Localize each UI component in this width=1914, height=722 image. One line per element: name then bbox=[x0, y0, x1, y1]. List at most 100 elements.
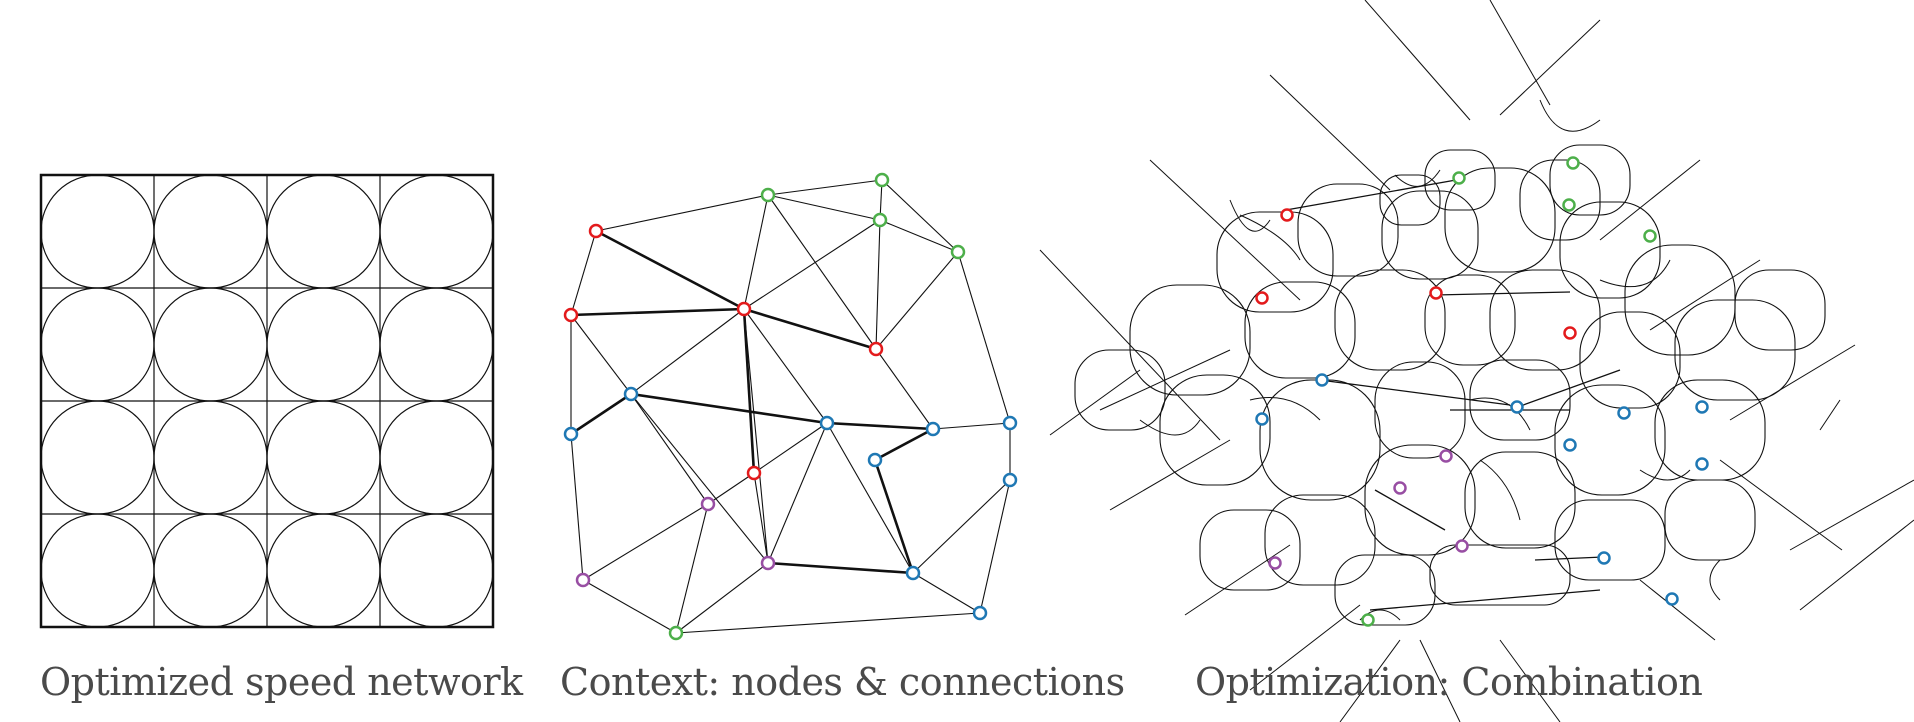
network-cell bbox=[1735, 270, 1825, 350]
grid-cell-circle bbox=[154, 288, 267, 401]
network-link bbox=[1435, 292, 1570, 295]
connection bbox=[583, 580, 676, 633]
blue-node bbox=[1257, 414, 1268, 425]
connection bbox=[631, 394, 768, 563]
construction-line bbox=[1270, 75, 1390, 190]
cusp-curve bbox=[1470, 398, 1530, 430]
network-link bbox=[1515, 370, 1620, 408]
network-cell bbox=[1245, 282, 1355, 378]
network-cell bbox=[1380, 175, 1440, 225]
connection bbox=[768, 195, 880, 220]
optimized-speed-network-panel bbox=[41, 175, 493, 627]
construction-line bbox=[1500, 20, 1600, 115]
cusp-curve bbox=[1250, 398, 1320, 421]
connection bbox=[768, 180, 882, 195]
blue-node bbox=[927, 423, 939, 435]
connection-strong bbox=[744, 309, 876, 349]
blue-node bbox=[1619, 408, 1630, 419]
construction-line bbox=[1110, 440, 1230, 510]
network-cell bbox=[1520, 160, 1600, 240]
caption-optimized-speed-network: Optimized speed network bbox=[40, 660, 523, 704]
red-node bbox=[590, 225, 602, 237]
green-node bbox=[1568, 158, 1579, 169]
connection bbox=[571, 315, 631, 394]
connection bbox=[876, 220, 880, 349]
network-link bbox=[1320, 380, 1510, 405]
green-node bbox=[952, 246, 964, 258]
blue-node bbox=[821, 417, 833, 429]
grid-cell-circle bbox=[154, 401, 267, 514]
network-cell bbox=[1335, 555, 1435, 625]
connection-strong bbox=[875, 429, 933, 460]
connection-strong bbox=[631, 394, 827, 423]
red-node bbox=[738, 303, 750, 315]
red-node bbox=[748, 467, 760, 479]
connection bbox=[571, 434, 583, 580]
connection bbox=[676, 563, 768, 633]
connection-strong bbox=[571, 394, 631, 434]
network-cell bbox=[1382, 191, 1478, 279]
network-cell bbox=[1580, 312, 1680, 408]
cusp-curve bbox=[1640, 470, 1690, 480]
connection bbox=[631, 394, 708, 504]
network-cell bbox=[1430, 545, 1570, 605]
cusp-curve bbox=[1710, 560, 1720, 600]
connection bbox=[827, 423, 913, 573]
green-node bbox=[762, 189, 774, 201]
connection bbox=[676, 504, 708, 633]
connection bbox=[882, 180, 958, 252]
grid-cell-circle bbox=[154, 175, 267, 288]
blue-node bbox=[1317, 375, 1328, 386]
network-cell bbox=[1490, 270, 1600, 370]
construction-line bbox=[1720, 460, 1842, 550]
network-cell bbox=[1560, 202, 1660, 298]
connection bbox=[768, 423, 827, 563]
network-cell bbox=[1550, 145, 1630, 215]
caption-optimization-combination: Optimization: Combination bbox=[1195, 660, 1703, 704]
red-node bbox=[1565, 328, 1576, 339]
purple-node bbox=[577, 574, 589, 586]
connection-strong bbox=[744, 309, 754, 473]
construction-line bbox=[1790, 480, 1914, 550]
connection bbox=[876, 252, 958, 349]
construction-line bbox=[1340, 640, 1400, 722]
network-cell bbox=[1365, 445, 1475, 555]
construction-line bbox=[1650, 260, 1760, 330]
blue-node bbox=[625, 388, 637, 400]
grid-cell-circle bbox=[267, 175, 380, 288]
network-cell bbox=[1130, 285, 1250, 395]
purple-node bbox=[1395, 483, 1406, 494]
connection-strong bbox=[596, 231, 744, 309]
construction-line bbox=[1365, 0, 1470, 120]
network-cell bbox=[1665, 480, 1755, 560]
connection bbox=[744, 195, 768, 309]
network-link bbox=[1535, 557, 1603, 560]
connection bbox=[913, 573, 980, 613]
red-node bbox=[565, 309, 577, 321]
connection-strong bbox=[768, 563, 913, 573]
grid-cell-circle bbox=[380, 514, 493, 627]
grid-cell-circle bbox=[267, 401, 380, 514]
network-cell bbox=[1655, 380, 1765, 480]
network-cell bbox=[1298, 184, 1398, 276]
connection bbox=[754, 423, 827, 473]
blue-node bbox=[1512, 402, 1523, 413]
network-cell bbox=[1265, 495, 1375, 585]
cusp-curve bbox=[1140, 420, 1200, 435]
network-cell bbox=[1555, 385, 1665, 495]
blue-node bbox=[1667, 594, 1678, 605]
grid-cell-circle bbox=[267, 288, 380, 401]
grid-cell-circle bbox=[41, 288, 154, 401]
red-node bbox=[870, 343, 882, 355]
network-cell bbox=[1217, 212, 1333, 312]
connection bbox=[754, 473, 768, 563]
construction-line bbox=[1250, 605, 1360, 690]
network-cell bbox=[1160, 375, 1270, 485]
network-cell bbox=[1465, 452, 1575, 548]
construction-line bbox=[1500, 640, 1560, 722]
grid-cell-circle bbox=[41, 514, 154, 627]
network-cell bbox=[1425, 150, 1495, 210]
network-link bbox=[1370, 590, 1600, 610]
network-link bbox=[1286, 180, 1456, 210]
